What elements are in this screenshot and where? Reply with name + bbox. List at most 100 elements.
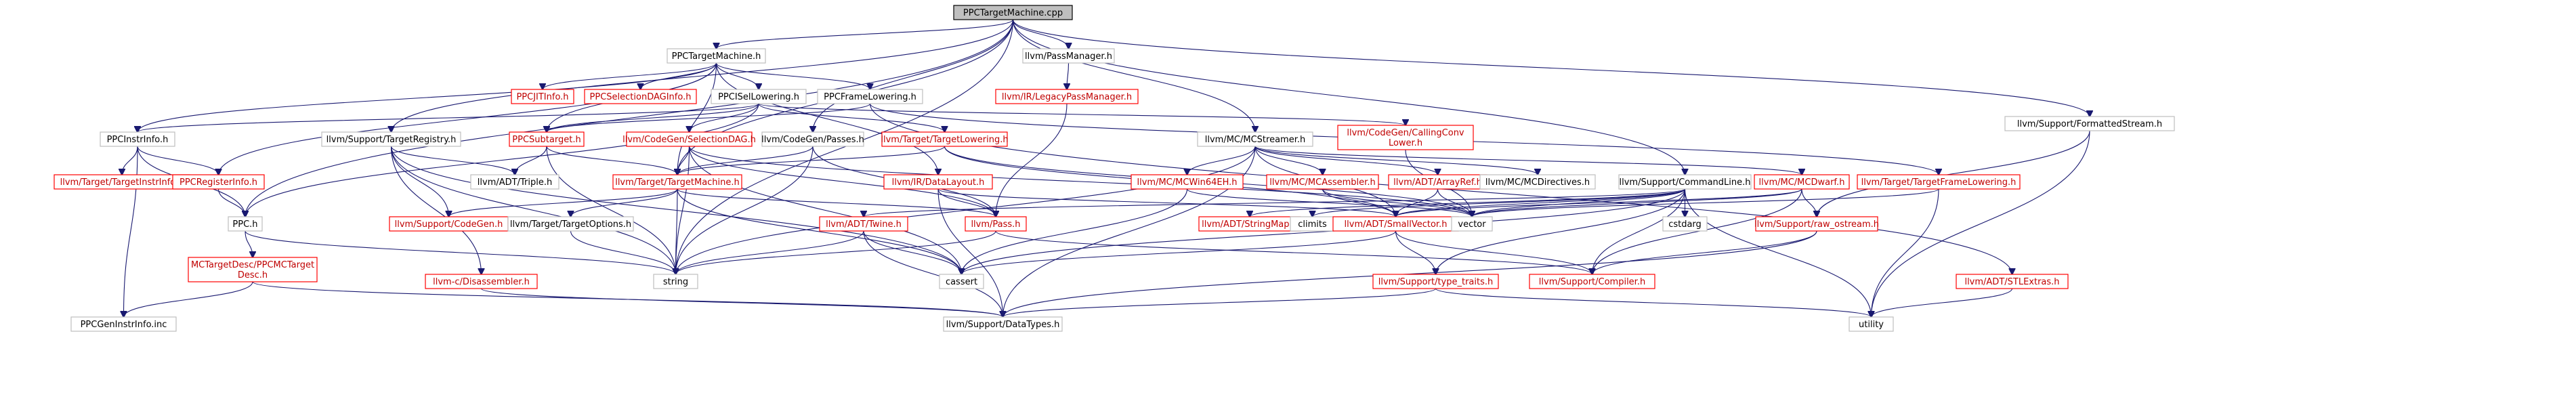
node-target-machine[interactable]: llvm/Target/TargetMachine.h bbox=[612, 174, 742, 190]
node-arrayref[interactable]: llvm/ADT/ArrayRef.h bbox=[1388, 174, 1487, 190]
node-vector[interactable]: vector bbox=[1451, 216, 1493, 232]
node-utility[interactable]: utility bbox=[1849, 316, 1894, 332]
node-target-lowering[interactable]: llvm/Target/TargetLowering.h bbox=[881, 131, 1009, 147]
node-cmdline[interactable]: llvm/Support/CommandLine.h bbox=[1618, 174, 1752, 190]
edge-target_options-to-string bbox=[570, 230, 676, 274]
node-target-instrinfo[interactable]: llvm/Target/TargetInstrInfo.h bbox=[54, 174, 190, 190]
edge-root-to-ppc_tm_h bbox=[717, 19, 1014, 49]
node-support-codegen[interactable]: llvm/Support/CodeGen.h bbox=[389, 216, 509, 232]
node-pass-h[interactable]: llvm/Pass.h bbox=[965, 216, 1027, 232]
edge-codegen_passes-to-target_machine bbox=[677, 146, 814, 175]
node-ppc-tm-h[interactable]: PPCTargetMachine.h bbox=[667, 48, 766, 64]
node-ppcjit[interactable]: PPCJITInfo.h bbox=[511, 89, 574, 104]
edge-type_traits-to-datatypes bbox=[1003, 288, 1437, 317]
node-ppcsubtarget[interactable]: PPCSubtarget.h bbox=[509, 131, 585, 147]
node-type-traits[interactable]: llvm/Support/type_traits.h bbox=[1372, 274, 1499, 289]
node-ppcseldag[interactable]: PPCSelectionDAGInfo.h bbox=[584, 89, 697, 104]
node-passmanager[interactable]: llvm/PassManager.h bbox=[1022, 48, 1115, 64]
node-label: llvm/ADT/SmallVector.h bbox=[1345, 219, 1448, 230]
node-ppcreginfo[interactable]: PPCRegisterInfo.h bbox=[172, 174, 265, 190]
node-box bbox=[612, 174, 742, 190]
node-formatted[interactable]: llvm/Support/FormattedStream.h bbox=[2004, 116, 2175, 131]
node-mcdirectives[interactable]: llvm/MC/MCDirectives.h bbox=[1479, 174, 1596, 190]
node-box bbox=[2004, 116, 2175, 131]
edge-codegen_passes-to-string bbox=[676, 146, 814, 274]
edge-ir_datalayout-to-datatypes bbox=[937, 188, 1003, 317]
node-mcassembler[interactable]: llvm/MC/MCAssembler.h bbox=[1266, 174, 1379, 190]
node-string[interactable]: string bbox=[653, 274, 698, 289]
edge-cmdline-to-utility bbox=[1684, 188, 1872, 317]
node-smallvector[interactable]: llvm/ADT/SmallVector.h bbox=[1332, 216, 1459, 232]
node-mcstreamer[interactable]: llvm/MC/MCStreamer.h bbox=[1197, 131, 1313, 147]
node-cassert[interactable]: cassert bbox=[939, 274, 984, 289]
node-ppcframe[interactable]: PPCFrameLowering.h bbox=[817, 89, 923, 104]
edge-target_machine-to-support_codegen bbox=[449, 188, 678, 217]
node-codegen-seldag[interactable]: llvm/CodeGen/SelectionDAG.h bbox=[622, 131, 756, 147]
node-target-reg[interactable]: llvm/Support/TargetRegistry.h bbox=[321, 131, 461, 147]
node-box bbox=[509, 131, 585, 147]
node-target-options[interactable]: llvm/Target/TargetOptions.h bbox=[507, 216, 634, 232]
node-label: PPCSelectionDAGInfo.h bbox=[590, 92, 692, 102]
node-box bbox=[1857, 174, 2021, 190]
node-label: Lower.h bbox=[1389, 138, 1422, 148]
edge-mcstreamer-to-arrayref bbox=[1254, 146, 1438, 175]
edge-codegen_seldag-to-vector bbox=[688, 146, 1473, 217]
edge-mcstreamer-to-mcdwarf bbox=[1254, 146, 1802, 175]
node-twine[interactable]: llvm/ADT/Twine.h bbox=[819, 216, 908, 232]
node-box bbox=[228, 216, 263, 232]
node-label: PPCSubtarget.h bbox=[512, 135, 580, 145]
node-box bbox=[761, 131, 864, 147]
node-legacy-pm[interactable]: llvm/IR/LegacyPassManager.h bbox=[995, 89, 1139, 104]
node-label: vector bbox=[1458, 219, 1486, 230]
node-box bbox=[470, 174, 559, 190]
node-label: llvm/ADT/Triple.h bbox=[478, 177, 552, 188]
edge-root-to-formatted bbox=[1012, 19, 2090, 117]
node-raw-ostream[interactable]: llvm/Support/raw_ostream.h bbox=[1754, 216, 1879, 232]
edge-ppcinstrinfo-to-ppcreginfo bbox=[137, 146, 219, 175]
edge-mc_target_desc-to-ppc_geninstr bbox=[124, 281, 253, 317]
node-box bbox=[1849, 316, 1894, 332]
node-codegen-passes[interactable]: llvm/CodeGen/Passes.h bbox=[761, 131, 864, 147]
edge-frame_lowering-to-vector bbox=[1472, 188, 1939, 217]
edge-twine-to-datatypes bbox=[863, 230, 1003, 317]
node-root[interactable]: PPCTargetMachine.cpp bbox=[953, 5, 1073, 20]
edge-arrayref-to-smallvector bbox=[1396, 188, 1439, 217]
edge-ppcsubtarget-to-string bbox=[546, 146, 676, 274]
edge-ppcframe-to-ppcsubtarget bbox=[547, 103, 871, 132]
node-c-disasm[interactable]: llvm-c/Disassembler.h bbox=[425, 274, 538, 289]
node-ppc-geninstr[interactable]: PPCGenInstrInfo.inc bbox=[70, 316, 177, 332]
node-ppcinstrinfo[interactable]: PPCInstrInfo.h bbox=[100, 131, 175, 147]
edge-root-to-ppc_h bbox=[245, 19, 1014, 217]
node-mcwin64[interactable]: llvm/MC/MCWin64EH.h bbox=[1131, 174, 1244, 190]
edge-formatted-to-raw_ostream bbox=[1817, 130, 2090, 217]
node-adt-triple[interactable]: llvm/ADT/Triple.h bbox=[470, 174, 559, 190]
node-datatypes[interactable]: llvm/Support/DataTypes.h bbox=[943, 316, 1063, 332]
edge-ppc_h-to-string bbox=[245, 230, 676, 274]
edge-ppc_h-to-mc_target_desc bbox=[245, 230, 253, 257]
edge-mcwin64-to-vector bbox=[1186, 188, 1473, 217]
node-stlextras[interactable]: llvm/ADT/STLExtras.h bbox=[1956, 274, 2069, 289]
node-label: llvm/Target/TargetMachine.h bbox=[615, 177, 740, 188]
node-frame-lowering[interactable]: llvm/Target/TargetFrameLowering.h bbox=[1857, 174, 2021, 190]
node-label: PPCGenInstrInfo.inc bbox=[81, 320, 167, 330]
edge-ppcsubtarget-to-target_machine bbox=[546, 146, 677, 175]
node-climits[interactable]: climits bbox=[1290, 216, 1335, 232]
edge-codegen_seldag-to-cassert bbox=[688, 146, 962, 274]
edge-ppcisel-to-ppcsubtarget bbox=[547, 103, 759, 132]
node-label: utility bbox=[1859, 320, 1884, 330]
edge-ppcinstrinfo-to-target_instrinfo bbox=[122, 146, 138, 175]
node-box bbox=[881, 131, 1008, 147]
node-ppc-h[interactable]: PPC.h bbox=[228, 216, 263, 232]
node-stringmap[interactable]: llvm/ADT/StringMap.h bbox=[1198, 216, 1301, 232]
edge-formatted-to-utility bbox=[1872, 130, 2090, 317]
node-mcdwarf[interactable]: llvm/MC/MCDwarf.h bbox=[1754, 174, 1850, 190]
node-ir-datalayout[interactable]: llvm/IR/DataLayout.h bbox=[883, 174, 993, 190]
node-compiler[interactable]: llvm/Support/Compiler.h bbox=[1529, 274, 1655, 289]
node-ppcisel[interactable]: PPCISelLowering.h bbox=[711, 89, 807, 104]
node-cstdarg[interactable]: cstdarg bbox=[1662, 216, 1708, 232]
edge-mcdwarf-to-compiler bbox=[1592, 188, 1802, 274]
edge-target_machine-to-pass_h bbox=[677, 188, 996, 217]
node-label: PPCFrameLowering.h bbox=[824, 92, 916, 102]
